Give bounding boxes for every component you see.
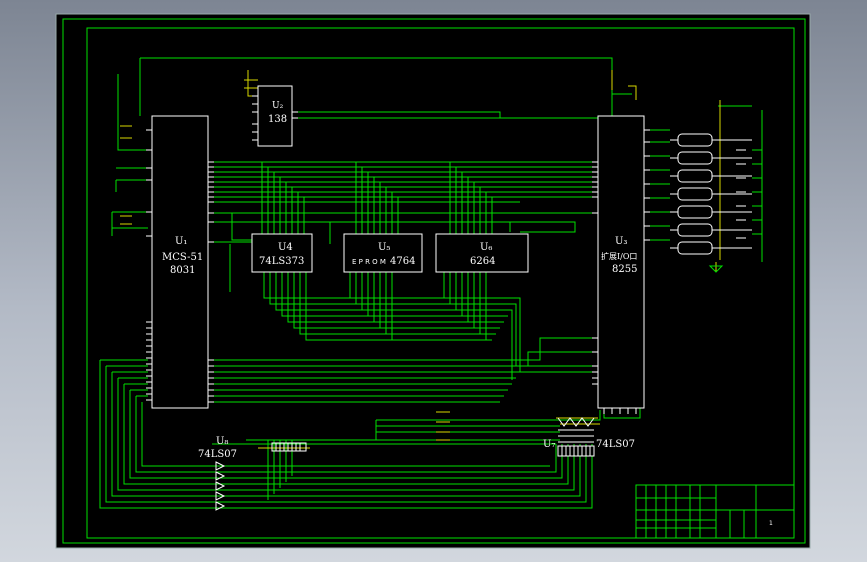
- u1-ref: U₁: [175, 236, 187, 247]
- chip-u8[interactable]: U₈ 74LS07: [198, 436, 307, 511]
- u6-part: 6264: [470, 256, 495, 267]
- chip-u6[interactable]: U₆ 6264: [435, 233, 529, 273]
- chip-u2[interactable]: U₂ 138: [252, 85, 298, 147]
- u2-ref: U₂: [272, 101, 284, 111]
- u3-ref: U₃: [615, 236, 627, 247]
- u8-part: 74LS07: [198, 449, 237, 460]
- u6-ref: U₆: [480, 242, 492, 253]
- inner-frame: [86, 27, 795, 539]
- chip-u1[interactable]: U₁ MCS-51 8031: [146, 115, 214, 409]
- u1-name: MCS-51: [162, 252, 203, 263]
- title-block: 1: [635, 484, 795, 539]
- u3-part: 8255: [612, 264, 637, 275]
- wiring: [99, 57, 763, 509]
- title-block-sheet-no: 1: [769, 520, 773, 527]
- u1-part: 8031: [170, 265, 195, 276]
- u4-part: 74LS373: [259, 256, 304, 267]
- u3-name: 扩展I/O口: [601, 251, 637, 261]
- chip-u4[interactable]: U4 74LS373: [251, 233, 313, 273]
- u2-part: 138: [268, 114, 287, 125]
- u5-part: 4764: [390, 256, 415, 267]
- outer-frame: [62, 18, 806, 544]
- u5-ref: U₅: [378, 242, 390, 253]
- u5-prefix: E P R O M: [352, 258, 386, 266]
- u7-buffer-array: [557, 417, 595, 456]
- u4-ref: U4: [278, 242, 293, 253]
- chip-u7[interactable]: U₇ 74LS07: [543, 417, 635, 457]
- u7-part: 74LS07: [596, 439, 635, 450]
- u8-buffer-triangles: [215, 461, 226, 511]
- u8-resistor-array: [271, 442, 307, 452]
- u8-ref: U₈: [216, 436, 228, 447]
- chip-u3[interactable]: U₃ 扩展I/O口 8255: [592, 115, 650, 414]
- u7-ref: U₇: [543, 439, 555, 450]
- chip-u5[interactable]: U₅ E P R O M 4764: [343, 233, 423, 273]
- relay-array[interactable]: [670, 133, 752, 273]
